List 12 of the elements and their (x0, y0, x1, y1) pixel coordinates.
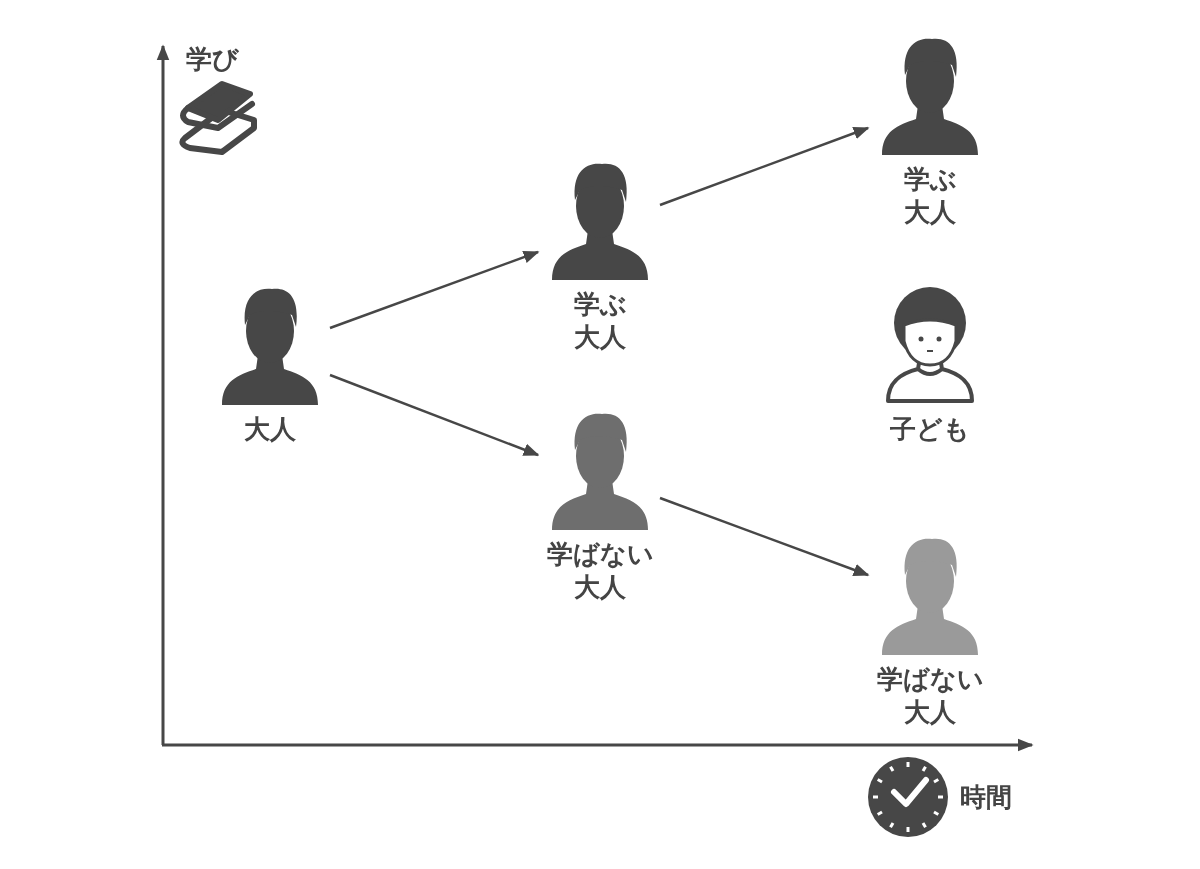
arrow (329, 373, 540, 457)
person-label: 子ども (889, 413, 971, 446)
person-label: 大人 (243, 413, 297, 446)
axis-label: 時間 (960, 781, 1012, 814)
person-label: 学ぶ大人 (572, 288, 628, 354)
arrow (659, 126, 870, 207)
arrow (659, 496, 870, 577)
person-label: 学ぶ大人 (902, 163, 958, 229)
axis-label: 学び (186, 43, 239, 76)
arrow (329, 250, 540, 330)
person-label: 学ばない大人 (545, 538, 655, 604)
person-label: 学ばない大人 (875, 663, 985, 729)
